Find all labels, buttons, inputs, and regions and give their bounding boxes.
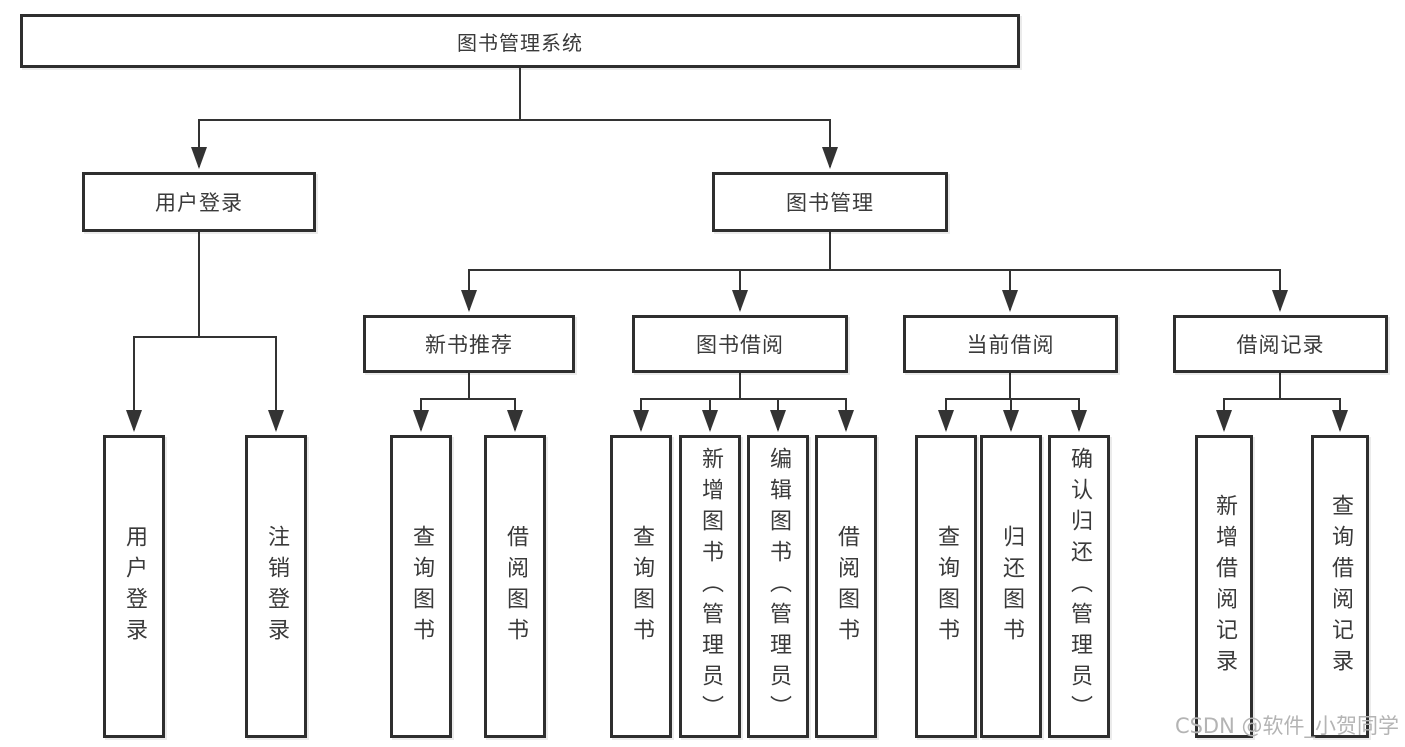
connector-user-login-branch: [126, 230, 284, 432]
leaf-borrow-books-borrow: 借阅图书: [815, 435, 877, 738]
node-book-borrow: 图书借阅: [632, 315, 848, 373]
leaf-borrow-books-recommend-label: 借阅图书: [503, 524, 528, 649]
node-new-book-recommend: 新书推荐: [363, 315, 575, 373]
connector-book-borrow-branch: [633, 371, 854, 432]
node-user-login: 用户登录: [82, 172, 316, 232]
leaf-user-login-label: 用户登录: [122, 524, 147, 649]
leaf-borrow-books-recommend: 借阅图书: [484, 435, 546, 738]
connector-new-book-branch: [413, 371, 523, 432]
node-borrow-records: 借阅记录: [1173, 315, 1388, 373]
leaf-query-books-borrow-label: 查询图书: [629, 524, 654, 649]
connector-book-management-branch: [461, 230, 1288, 312]
connector-borrow-records-branch: [1216, 371, 1348, 432]
leaf-add-book-admin: 新增图书（管理员）: [679, 435, 741, 738]
leaf-confirm-return-admin-label: 确认归还（管理员）: [1067, 447, 1092, 726]
leaf-query-books-current: 查询图书: [915, 435, 977, 738]
leaf-edit-book-admin: 编辑图书（管理员）: [747, 435, 809, 738]
leaf-user-login: 用户登录: [103, 435, 165, 738]
leaf-return-book: 归还图书: [980, 435, 1042, 738]
leaf-query-books-current-label: 查询图书: [934, 524, 959, 649]
node-book-management-system: 图书管理系统: [20, 14, 1020, 68]
node-book-management: 图书管理: [712, 172, 948, 232]
leaf-query-books-borrow: 查询图书: [610, 435, 672, 738]
leaf-borrow-books-borrow-label: 借阅图书: [834, 524, 859, 649]
leaf-edit-book-admin-label: 编辑图书（管理员）: [766, 447, 791, 726]
leaf-add-borrow-record: 新增借阅记录: [1195, 435, 1253, 738]
node-current-borrow: 当前借阅: [903, 315, 1118, 373]
leaf-query-books-recommend-label: 查询图书: [409, 524, 434, 649]
leaf-return-book-label: 归还图书: [999, 524, 1024, 649]
leaf-add-borrow-record-label: 新增借阅记录: [1212, 493, 1237, 680]
connector-root-to-level2: [191, 66, 838, 169]
leaf-logout: 注销登录: [245, 435, 307, 738]
csdn-watermark: CSDN @软件_小贺同学: [1174, 714, 1399, 738]
leaf-query-books-recommend: 查询图书: [390, 435, 452, 738]
leaf-query-borrow-record: 查询借阅记录: [1311, 435, 1369, 738]
connector-current-borrow-branch: [938, 371, 1087, 432]
leaf-logout-label: 注销登录: [264, 524, 289, 649]
leaf-add-book-admin-label: 新增图书（管理员）: [698, 447, 723, 726]
leaf-confirm-return-admin: 确认归还（管理员）: [1048, 435, 1110, 738]
leaf-query-borrow-record-label: 查询借阅记录: [1328, 493, 1353, 680]
